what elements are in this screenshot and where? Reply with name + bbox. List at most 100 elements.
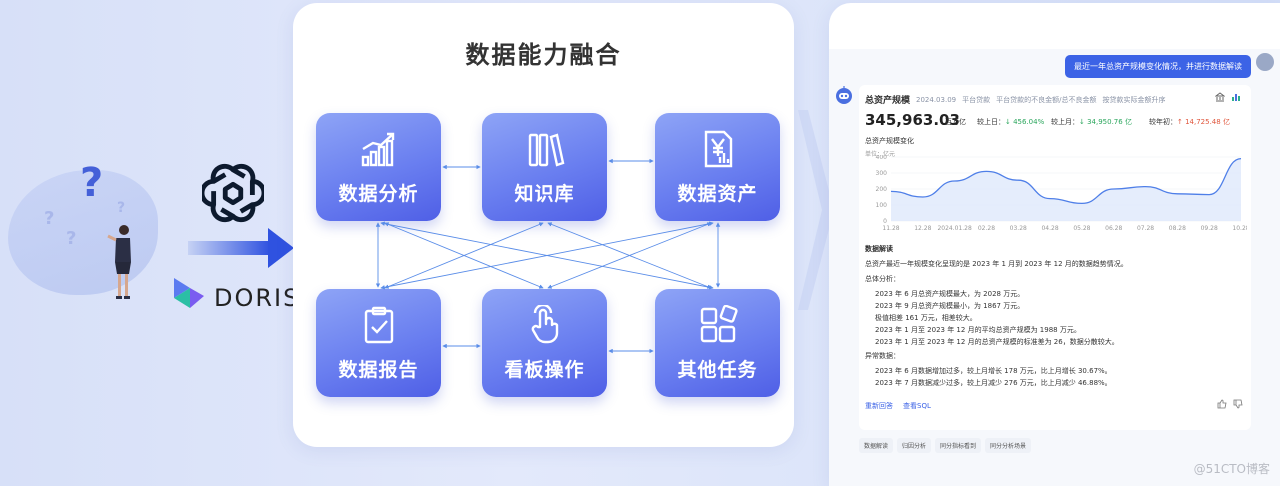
question-mark-icon: ? bbox=[117, 200, 126, 216]
tile-data-report[interactable]: 数据报告 bbox=[316, 289, 441, 397]
card-title: 总资产规模 bbox=[865, 96, 911, 106]
x-tick-label: 03.28 bbox=[1010, 225, 1027, 232]
person-illustration bbox=[107, 225, 131, 299]
y-tick-label: 400 bbox=[876, 155, 888, 161]
panel-title: 数据能力融合 bbox=[465, 41, 622, 69]
compare-value: 456.04% bbox=[1013, 118, 1045, 126]
compare-day: 较上日：↓ 456.04% bbox=[977, 117, 1044, 127]
suggestion-chip[interactable]: 数据解读 bbox=[859, 438, 894, 453]
tile-data-analysis[interactable]: 数据分析 bbox=[316, 113, 441, 221]
feedback-buttons bbox=[1217, 399, 1243, 409]
compare-label: 较上月： bbox=[1051, 118, 1079, 126]
compare-value: 34,950.76 亿 bbox=[1087, 118, 1132, 126]
down-arrow-icon: ↓ bbox=[1005, 118, 1014, 126]
openai-logo-icon bbox=[202, 163, 264, 223]
question-mark-icon: ? bbox=[44, 208, 55, 229]
capability-panel: 数据能力融合 数据分析 知识库 bbox=[293, 3, 794, 447]
tile-knowledge-base[interactable]: 知识库 bbox=[482, 113, 607, 221]
tile-label: 知识库 bbox=[514, 183, 575, 205]
filter-chip[interactable]: 平台贷款 bbox=[962, 95, 991, 104]
flow-arrow-icon bbox=[188, 228, 294, 268]
tile-other-tasks[interactable]: 其他任务 bbox=[655, 289, 780, 397]
overall-line: 2023 年 1 月至 2023 年 12 月的平均总资产规模为 1988 万元… bbox=[875, 326, 1081, 334]
overall-line: 2023 年 9 月总资产规模最小，为 1867 万元。 bbox=[875, 302, 1025, 310]
asset-trend-chart: 0 100 200 300 400 11.28 12.28 2024.01.28 02.28 03… bbox=[876, 155, 1247, 232]
question-mark-icon: ? bbox=[80, 160, 104, 206]
y-tick-label: 300 bbox=[876, 170, 888, 177]
compare-month: 较上月：↓ 34,950.76 亿 bbox=[1051, 117, 1132, 127]
suggestion-chip[interactable]: 同分分析场景 bbox=[985, 438, 1032, 453]
x-tick-label: 09.28 bbox=[1201, 225, 1218, 232]
chart-type-icon[interactable] bbox=[1231, 92, 1241, 102]
tile-dashboard-ops[interactable]: 看板操作 bbox=[482, 289, 607, 397]
question-mark-icon: ? bbox=[66, 228, 77, 249]
compare-value: 14,725.48 亿 bbox=[1185, 118, 1230, 126]
answer-actions: 重新回答 查看SQL bbox=[865, 401, 931, 411]
view-sql-link[interactable]: 查看SQL bbox=[903, 402, 931, 410]
hand-pointer-icon bbox=[531, 305, 558, 344]
chart-title: 总资产规模变化 bbox=[865, 137, 914, 145]
suggestion-chips: 数据解读 归因分析 同分指标看到 同分分析场景 bbox=[859, 438, 1032, 453]
x-tick-label: 02.28 bbox=[978, 225, 995, 232]
doris-brand-text: DORIS bbox=[214, 284, 301, 312]
bank-icon[interactable] bbox=[1215, 92, 1225, 102]
chart-unit: 单位：亿元 bbox=[865, 151, 896, 158]
bot-avatar-icon bbox=[836, 86, 852, 104]
x-tick-label: 07.28 bbox=[1137, 225, 1154, 232]
doris-logo-icon bbox=[174, 278, 204, 308]
filter-chip[interactable]: 按贷款实际金额升序 bbox=[1102, 95, 1166, 104]
tile-label: 数据报告 bbox=[338, 359, 419, 381]
books-icon bbox=[528, 133, 564, 167]
thumbs-up-icon[interactable] bbox=[1217, 399, 1227, 409]
x-tick-label: 11.28 bbox=[882, 225, 899, 232]
filter-chip[interactable]: 平台贷款的不良金额/总不良金额 bbox=[996, 95, 1097, 104]
compare-label: 较上日： bbox=[977, 118, 1005, 126]
chevron-right-icon bbox=[798, 110, 834, 310]
regenerate-link[interactable]: 重新回答 bbox=[865, 402, 893, 410]
compare-year: 较年初：↑ 14,725.48 亿 bbox=[1149, 117, 1230, 127]
overall-label: 总体分析： bbox=[865, 275, 900, 283]
card-tools bbox=[1215, 92, 1241, 102]
x-tick-label: 2024.01.28 bbox=[937, 225, 972, 232]
decorative-blob bbox=[8, 170, 158, 295]
apps-grid-icon bbox=[700, 305, 738, 343]
y-tick-label: 100 bbox=[876, 202, 888, 209]
suggestion-chip[interactable]: 归因分析 bbox=[897, 438, 932, 453]
tile-label: 其他任务 bbox=[677, 359, 758, 381]
card-header: 总资产规模 2024.03.09 平台贷款 平台贷款的不良金额/总不良金额 按贷… bbox=[865, 93, 1166, 107]
card-date: 2024.03.09 bbox=[916, 95, 957, 104]
series-line bbox=[890, 157, 1242, 205]
watermark: @51CTO博客 bbox=[1193, 462, 1270, 476]
tile-label: 数据分析 bbox=[338, 183, 419, 205]
x-tick-label: 10.28 bbox=[1232, 225, 1247, 232]
overall-line: 极值相差 161 万元，相差较大。 bbox=[875, 314, 977, 322]
chat-panel: 最近一年总资产规模变化情况，并进行数据解读 总资产规模 2024.03.09 平… bbox=[829, 3, 1280, 486]
series-area bbox=[891, 158, 1241, 221]
answer-card: 总资产规模 2024.03.09 平台贷款 平台贷款的不良金额/总不良金额 按贷… bbox=[859, 85, 1251, 430]
up-arrow-icon: ↑ bbox=[1177, 118, 1186, 126]
thumbs-down-icon[interactable] bbox=[1233, 399, 1243, 409]
x-tick-label: 12.28 bbox=[914, 225, 931, 232]
tile-data-assets[interactable]: 数据资产 bbox=[655, 113, 780, 221]
bar-chart-icon bbox=[361, 132, 394, 167]
chat-body: 最近一年总资产规模变化情况，并进行数据解读 总资产规模 2024.03.09 平… bbox=[829, 49, 1280, 486]
anomaly-line: 2023 年 7 月数据减少过多，较上月减少 276 万元，比上月减少 46.8… bbox=[875, 379, 1112, 387]
tile-label: 看板操作 bbox=[504, 359, 585, 381]
user-avatar bbox=[1256, 53, 1274, 71]
user-message-bubble: 最近一年总资产规模变化情况，并进行数据解读 bbox=[1065, 55, 1251, 78]
overall-line: 2023 年 1 月至 2023 年 12 月的总资产规模的标准差为 26，数据… bbox=[875, 338, 1119, 346]
suggestion-chip[interactable]: 同分指标看到 bbox=[935, 438, 982, 453]
analysis-intro: 总资产最近一年规模变化呈现的是 2023 年 1 月到 2023 年 12 月的… bbox=[865, 260, 1128, 268]
overall-line: 2023 年 6 月总资产规模最大，为 2028 万元。 bbox=[875, 290, 1025, 298]
y-tick-label: 0 bbox=[883, 218, 887, 225]
down-arrow-icon: ↓ bbox=[1079, 118, 1088, 126]
y-tick-label: 200 bbox=[876, 186, 888, 193]
total-assets-value: 345,963.03 bbox=[865, 111, 960, 129]
anomaly-line: 2023 年 6 月数据增加过多，较上月增长 178 万元，比上月增长 30.6… bbox=[875, 367, 1112, 375]
clipboard-check-icon bbox=[364, 306, 393, 344]
total-assets-unit: 百万亿 bbox=[945, 118, 966, 126]
asset-document-icon bbox=[704, 130, 732, 168]
tile-label: 数据资产 bbox=[677, 183, 758, 205]
x-tick-label: 08.28 bbox=[1169, 225, 1186, 232]
